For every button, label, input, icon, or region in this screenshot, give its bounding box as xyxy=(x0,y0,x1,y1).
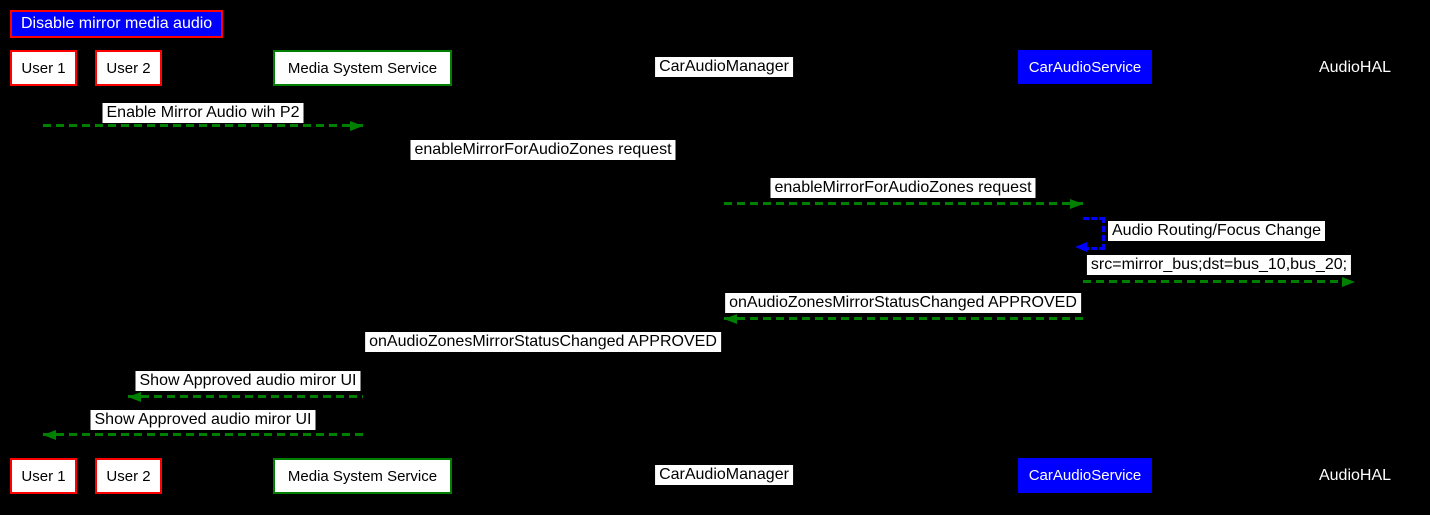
participant-user2-top: User 2 xyxy=(95,50,162,86)
participant-user1-bottom: User 1 xyxy=(10,458,77,494)
arrowhead-left-icon xyxy=(43,430,56,440)
arrowhead-left-icon xyxy=(1075,242,1087,252)
arrowhead-left-icon xyxy=(724,314,737,324)
arrowhead-left-icon xyxy=(363,353,376,363)
participant-audio-hal-bottom: AudioHAL xyxy=(1318,467,1392,484)
message-arrow-src-mirror-bus xyxy=(1083,280,1355,283)
message-arrow-mirror-status-approved-2 xyxy=(363,356,724,359)
participant-car-audio-manager-top: CarAudioManager xyxy=(655,57,793,77)
participant-user2-bottom: User 2 xyxy=(95,458,162,494)
arrowhead-right-icon xyxy=(1070,199,1083,209)
participant-media-system-service-bottom: Media System Service xyxy=(273,458,452,494)
message-arrow-show-approved-ui-1 xyxy=(128,395,363,398)
message-label-src-mirror-bus: src=mirror_bus;dst=bus_10,bus_20; xyxy=(1086,255,1352,275)
arrowhead-right-icon xyxy=(711,162,724,172)
participant-user1-top: User 1 xyxy=(10,50,77,86)
message-arrow-enable-mirror-audio xyxy=(43,124,363,127)
participant-car-audio-service-bottom: CarAudioService xyxy=(1018,458,1152,493)
message-label-show-approved-ui-2: Show Approved audio miror UI xyxy=(90,410,316,430)
message-label-mirror-status-approved-1: onAudioZonesMirrorStatusChanged APPROVED xyxy=(725,293,1081,313)
participant-car-audio-service-top: CarAudioService xyxy=(1018,50,1152,84)
message-arrow-mirror-status-approved-1 xyxy=(724,317,1083,320)
message-arrow-enable-mirror-zones-2 xyxy=(724,202,1083,205)
message-arrow-show-approved-ui-2 xyxy=(43,433,363,436)
diagram-title: Disable mirror media audio xyxy=(10,10,224,38)
message-label-show-approved-ui-1: Show Approved audio miror UI xyxy=(135,371,361,391)
arrowhead-left-icon xyxy=(128,392,141,402)
participant-car-audio-manager-bottom: CarAudioManager xyxy=(655,465,793,485)
participant-media-system-service-top: Media System Service xyxy=(273,50,452,86)
message-label-audio-routing-focus-change: Audio Routing/Focus Change xyxy=(1108,221,1326,241)
message-label-enable-mirror-zones-1: enableMirrorForAudioZones request xyxy=(410,140,676,160)
arrowhead-right-icon xyxy=(350,121,363,131)
self-message-loop xyxy=(1083,217,1105,250)
message-label-mirror-status-approved-2: onAudioZonesMirrorStatusChanged APPROVED xyxy=(365,332,721,352)
message-label-enable-mirror-zones-2: enableMirrorForAudioZones request xyxy=(770,178,1036,198)
arrowhead-right-icon xyxy=(1342,277,1355,287)
message-label-enable-mirror-audio: Enable Mirror Audio wih P2 xyxy=(102,103,304,123)
participant-audio-hal-top: AudioHAL xyxy=(1318,59,1392,76)
message-arrow-enable-mirror-zones-1 xyxy=(363,165,724,168)
